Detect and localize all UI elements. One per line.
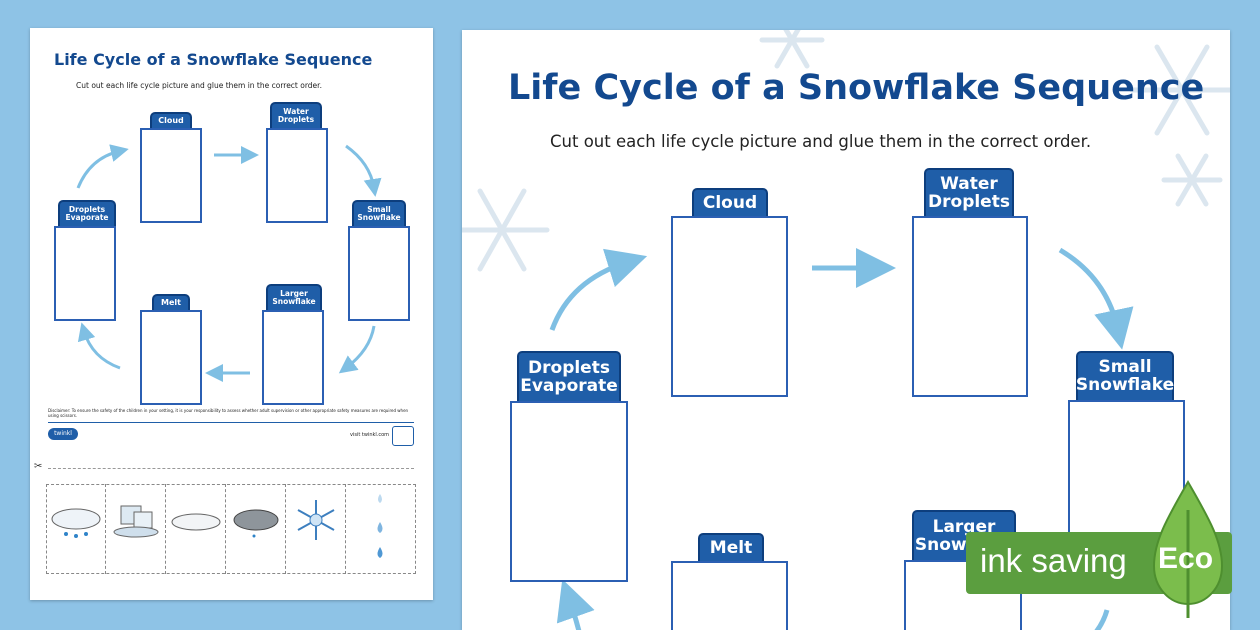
thumbnail-box-water-droplets: [266, 128, 328, 223]
thumbnail-tab-droplets-evaporate: Droplets Evaporate: [58, 200, 116, 226]
tab-water-droplets: Water Droplets: [924, 168, 1014, 218]
box-melt: [671, 561, 788, 630]
thumbnail-tab-larger-snowflake: Larger Snowflake: [266, 284, 322, 310]
page-subtitle: Cut out each life cycle picture and glue…: [550, 132, 1092, 151]
thumbnail-tab-small-snowflake: Small Snowflake: [352, 200, 406, 226]
thumbnail-box-cloud: [140, 128, 202, 223]
arrow-droplets-to-snowflake: [1058, 247, 1134, 350]
thumbnail-divider: [48, 422, 414, 423]
box-water-droplets: [912, 216, 1028, 397]
arrow-evaporate-to-cloud: [549, 248, 648, 331]
cycle-arrows: [549, 247, 1134, 630]
picture-cloud: [166, 484, 226, 574]
main-page: Life Cycle of a Snowflake Sequence Cut o…: [462, 30, 1230, 630]
thumbnail-seal: [392, 426, 414, 446]
thumbnail-box-small-snowflake: [348, 226, 410, 321]
thumbnail-title: Life Cycle of a Snowflake Sequence: [54, 50, 373, 69]
picture-rain-cloud: [46, 484, 106, 574]
leaf-icon: [1152, 480, 1224, 618]
thumbnail-box-larger-snowflake: [262, 310, 324, 405]
box-cloud: [671, 216, 788, 397]
page-title: Life Cycle of a Snowflake Sequence: [508, 68, 1205, 108]
scissors-icon: ✂: [34, 461, 43, 472]
eco-badge-tag: Eco: [1158, 542, 1214, 575]
arrow-snowflake-to-larger: [1094, 609, 1110, 630]
arrow-melt-to-evaporate: [556, 579, 595, 630]
tab-droplets-evaporate: Droplets Evaporate: [517, 351, 621, 403]
snowflake-decoration: [462, 30, 1230, 272]
picture-grey-cloud: [226, 484, 286, 574]
thumbnail-tab-cloud: Cloud: [150, 112, 192, 128]
thumbnail-box-droplets-evaporate: [54, 226, 116, 321]
thumbnail-tab-water-droplets: Water Droplets: [270, 102, 322, 128]
thumbnail-cut-line: [48, 468, 414, 469]
thumbnail-brand-logo: twinkl: [48, 428, 78, 440]
thumbnail-picture-strip: [46, 484, 416, 574]
picture-water-drops: [346, 484, 406, 574]
box-droplets-evaporate: [510, 401, 628, 582]
picture-snowflake: [286, 484, 346, 574]
eco-badge-label: ink saving: [980, 542, 1127, 579]
thumbnail-subtitle: Cut out each life cycle picture and glue…: [76, 81, 322, 90]
thumbnail-page: Life Cycle of a Snowflake Sequence Cut o…: [30, 28, 433, 600]
tab-small-snowflake: Small Snowflake: [1076, 351, 1174, 401]
thumbnail-tab-melt: Melt: [152, 294, 190, 310]
thumbnail-arrows: [76, 144, 382, 382]
thumbnail-disclaimer: Disclaimer: To ensure the safety of the …: [48, 408, 409, 418]
thumbnail-box-melt: [140, 310, 202, 405]
tab-melt: Melt: [698, 533, 764, 563]
picture-ice-cubes: [106, 484, 166, 574]
tab-cloud: Cloud: [692, 188, 768, 218]
thumbnail-visit: visit twinkl.com: [350, 432, 390, 438]
